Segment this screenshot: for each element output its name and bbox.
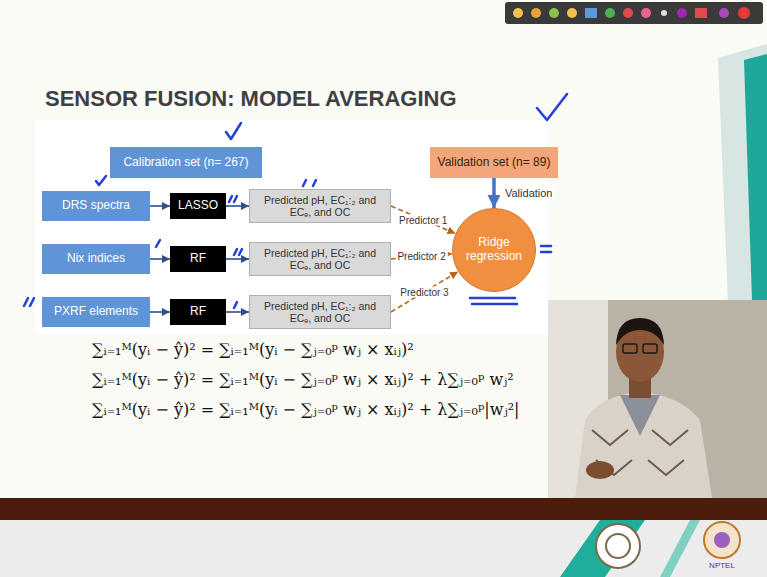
toolbar-icon [567, 8, 577, 18]
connector-arrow [391, 206, 455, 234]
connector-arrow [391, 272, 458, 312]
handwritten-underline [470, 298, 517, 304]
node-text: LASSO [178, 199, 218, 213]
toolbar-icon [641, 8, 651, 18]
connector-arrow [226, 311, 249, 313]
footer-decoration [560, 520, 645, 577]
slide-title: SENSOR FUSION: MODEL AVERAGING [45, 86, 457, 112]
dataset-box: Calibration set (n= 267) [110, 147, 262, 178]
node-text: DRS spectra [62, 199, 130, 213]
prediction-box: Predicted pH, EC₁:₂ and ECₑ, and OC [249, 189, 391, 223]
toolbar-icon [585, 8, 597, 18]
handwritten-tick [537, 94, 567, 120]
handwritten-slash [229, 196, 237, 202]
sensor-box: PXRF elements [42, 297, 150, 327]
toolbar-icon [661, 10, 667, 16]
edge-label: Validation [503, 187, 555, 199]
connector-arrow [226, 258, 249, 260]
connector-arrow [150, 205, 170, 207]
footer-band [0, 498, 767, 520]
node-text: Calibration set (n= 267) [123, 156, 248, 170]
institute-logo [606, 534, 630, 558]
equation: ∑ᵢ₌₁ᴹ(yᵢ − ŷ)² = ∑ᵢ₌₁ᴹ(yᵢ − ∑ⱼ₌₀ᵖ wⱼ × x… [92, 370, 514, 389]
dataset-box: Validation set (n= 89) [430, 147, 559, 178]
toolbar-icon [695, 8, 707, 18]
connector-arrow [226, 205, 249, 207]
presenter-video [548, 300, 767, 498]
handwritten-slash [234, 302, 237, 308]
model-box: LASSO [170, 193, 226, 219]
node-text: Predicted pH, EC₁:₂ and ECₑ, and OC [256, 300, 384, 324]
connector-arrow [492, 178, 496, 208]
edge-label: Predictor 3 [398, 286, 450, 297]
toolbar-icon [738, 7, 750, 19]
handwritten-slash [234, 249, 242, 255]
connector-arrow [150, 258, 170, 260]
toolbar-icon [623, 8, 633, 18]
footer-decoration [660, 520, 700, 577]
model-box: RF [170, 246, 226, 272]
handwritten-equals [541, 246, 551, 252]
annotation-toolbar [505, 2, 763, 24]
node-text: RF [190, 252, 206, 266]
prediction-box: Predicted pH, EC₁:₂ and ECₑ, and OC [249, 295, 391, 329]
connector-arrow [150, 311, 170, 313]
node-text: Predicted pH, EC₁:₂ and ECₑ, and OC [256, 247, 384, 271]
node-text: Nix indices [67, 252, 125, 266]
node-text: Predicted pH, EC₁:₂ and ECₑ, and OC [256, 194, 384, 218]
node-text: PXRF elements [54, 305, 138, 319]
circle-shape [453, 209, 536, 292]
footer-ground [0, 520, 767, 577]
presenter-glasses [643, 344, 657, 353]
regression-circle: Ridge regression [452, 208, 536, 292]
nptel-logo [714, 532, 730, 548]
handwritten-slash [156, 240, 160, 247]
toolbar-icon [513, 8, 523, 18]
side-decoration [744, 54, 767, 300]
node-text: Ridge regression [462, 236, 526, 264]
logo-text: NPTEL [709, 561, 735, 570]
presenter-hair [616, 318, 664, 345]
equation: ∑ᵢ₌₁ᴹ(yᵢ − ŷ)² = ∑ᵢ₌₁ᴹ(yᵢ − ∑ⱼ₌₀ᵖ wⱼ × x… [92, 400, 519, 419]
node-text: RF [190, 305, 206, 319]
sensor-box: DRS spectra [42, 191, 150, 221]
presenter-collar [620, 395, 660, 436]
model-box: RF [170, 299, 226, 325]
sensor-box: Nix indices [42, 244, 150, 274]
toolbar-icon [549, 8, 559, 18]
handwritten-slash [303, 180, 316, 186]
toolbar-icon [531, 8, 541, 18]
presenter-sweater [575, 392, 712, 498]
handwritten-tick [226, 123, 241, 139]
edge-label: Predictor 2 [395, 251, 447, 262]
handwritten-slash [24, 298, 34, 306]
presenter-glasses [623, 344, 637, 353]
edge-label: Predictor 1 [397, 214, 449, 225]
handwritten-tick [96, 176, 106, 185]
toolbar-icon [719, 8, 729, 18]
equation: ∑ᵢ₌₁ᴹ(yᵢ − ŷ)² = ∑ᵢ₌₁ᴹ(yᵢ − ∑ⱼ₌₀ᵖ wⱼ × x… [92, 340, 414, 359]
toolbar-icon [677, 8, 687, 18]
presenter-hand [586, 461, 614, 479]
prediction-box: Predicted pH, EC₁:₂ and ECₑ, and OC [249, 242, 391, 276]
node-text: Validation set (n= 89) [438, 156, 551, 170]
nptel-logo [704, 522, 740, 558]
toolbar-icon [605, 8, 615, 18]
institute-logo [596, 524, 640, 568]
